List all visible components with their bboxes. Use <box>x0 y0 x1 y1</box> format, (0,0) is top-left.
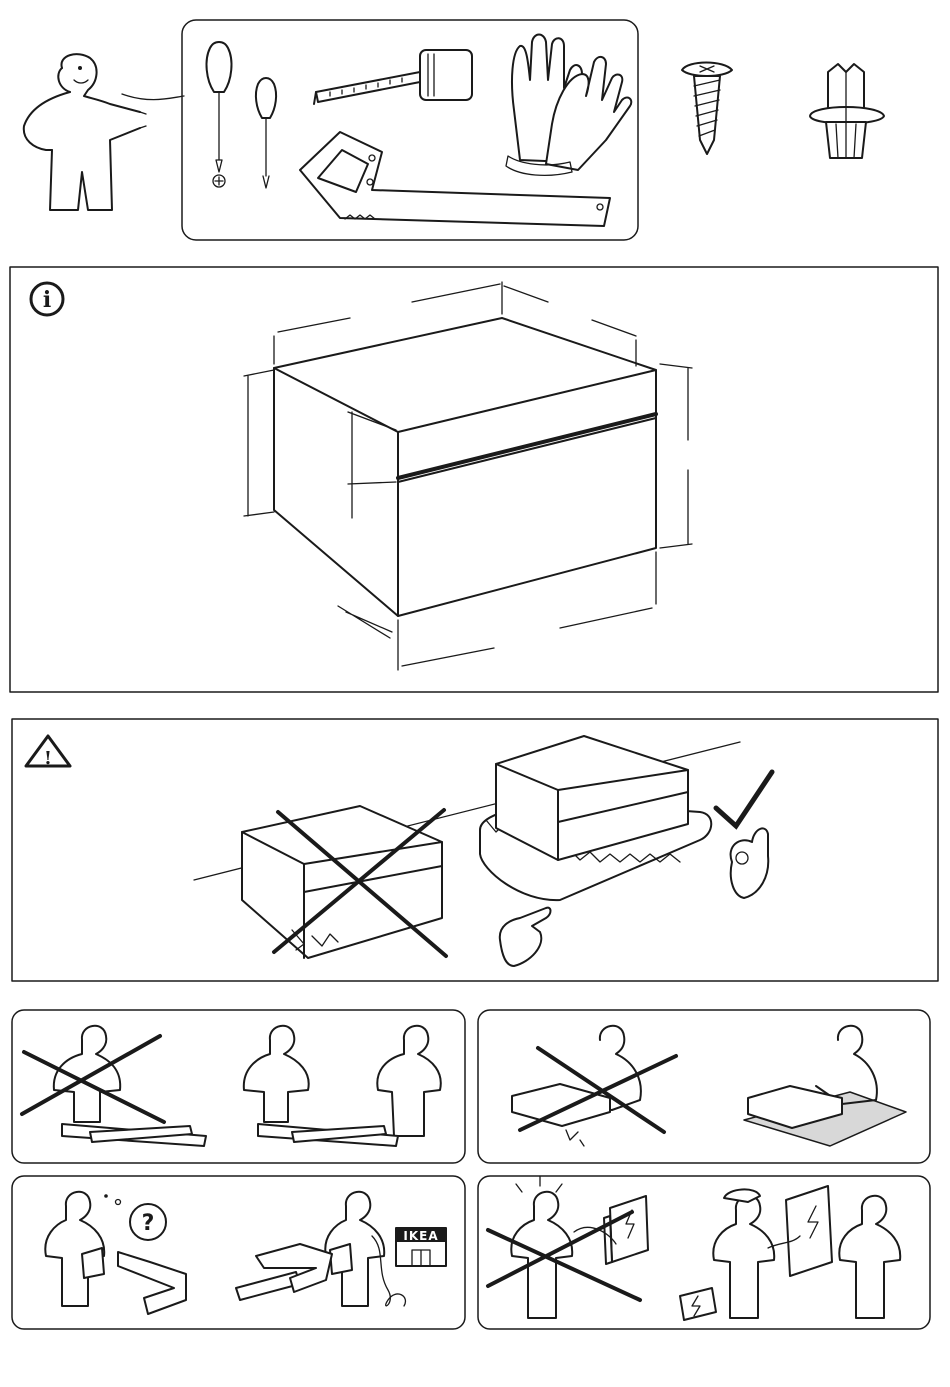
box-on-floor-wrong <box>242 806 446 958</box>
unpacking-panel: ! <box>12 719 938 981</box>
dimensions-panel: i <box>10 267 938 692</box>
flat-screwdriver-icon <box>256 78 276 188</box>
electrician-correct <box>680 1186 900 1320</box>
electrical-safety-panel <box>478 1176 930 1329</box>
two-person-assembly-panel <box>12 1010 465 1163</box>
warning-triangle-icon: ! <box>26 736 70 769</box>
untrained-person-wiring-wrong <box>488 1176 648 1318</box>
two-persons-correct <box>244 1026 441 1146</box>
svg-text:!: ! <box>44 748 52 769</box>
appliance-outline <box>274 318 656 616</box>
soft-surface-correct <box>744 1026 906 1146</box>
info-icon: i <box>31 283 63 315</box>
confused-person: ? <box>45 1192 186 1314</box>
hard-floor-wrong <box>512 1026 676 1146</box>
person-calling-ikea <box>236 1192 405 1306</box>
wall-plug-icon <box>810 64 884 158</box>
phillips-screwdriver-icon <box>207 42 232 187</box>
svg-text:i: i <box>43 287 51 313</box>
ikea-store-sign: IKEA <box>396 1228 446 1266</box>
svg-text:?: ? <box>142 1211 155 1236</box>
work-gloves-icon <box>506 35 631 176</box>
pointing-hand-icon <box>500 908 551 966</box>
svg-text:IKEA: IKEA <box>403 1229 438 1243</box>
checkmark-icon <box>716 772 772 826</box>
screw-icon <box>682 63 732 155</box>
contact-ikea-panel: ? IKEA <box>12 1176 465 1329</box>
single-person-wrong <box>22 1026 206 1146</box>
box-on-packaging-correct <box>480 736 711 900</box>
ok-hand-icon <box>731 828 769 898</box>
ikea-person-pointing <box>24 54 184 210</box>
tools-panel <box>182 20 638 240</box>
tape-measure-icon <box>314 50 472 104</box>
protective-surface-panel <box>478 1010 930 1163</box>
